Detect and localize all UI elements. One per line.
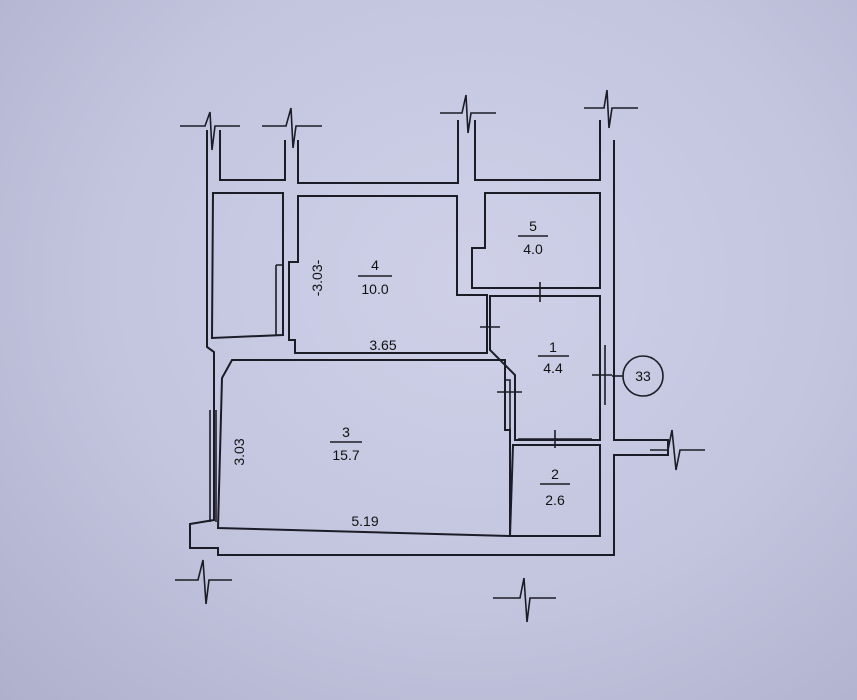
room-5-outline xyxy=(471,192,601,289)
room-5-area: 4.0 xyxy=(523,241,543,257)
break-marker-bottom-left xyxy=(175,559,232,605)
room-3-outline xyxy=(216,359,511,538)
room-5-number: 5 xyxy=(529,218,537,234)
break-marker-top-mid xyxy=(262,107,322,149)
room-4-outline xyxy=(288,195,488,354)
left-closet xyxy=(210,192,284,340)
room-3-window xyxy=(209,410,217,522)
break-marker-top-left xyxy=(180,111,240,151)
break-marker-top-right2 xyxy=(584,89,638,129)
apartment-number: 33 xyxy=(635,368,651,384)
break-marker-top-right1 xyxy=(440,94,496,134)
room-1-door xyxy=(480,318,612,405)
room-3-area: 15.7 xyxy=(332,447,359,463)
room-2-outline xyxy=(508,444,601,537)
room-4-number: 4 xyxy=(371,257,379,273)
room-1-outline xyxy=(489,295,601,441)
room-3-door xyxy=(497,379,522,430)
room-4-area: 10.0 xyxy=(361,281,388,297)
room-4-height-dimension: -3.03- xyxy=(309,259,325,296)
room-2-door xyxy=(518,430,592,448)
break-marker-bottom-mid xyxy=(493,577,556,623)
room-4-width-dimension: 3.65 xyxy=(369,337,396,353)
room-3-width-dimension: 5.19 xyxy=(351,513,378,529)
break-marker-right xyxy=(650,429,705,471)
room-2-number: 2 xyxy=(551,466,559,482)
room-1-number: 1 xyxy=(549,339,557,355)
inner-wall-line xyxy=(219,120,601,184)
outer-wall xyxy=(189,130,669,556)
room-2-area: 2.6 xyxy=(545,492,565,508)
room-3-number: 3 xyxy=(342,424,350,440)
room-1-area: 4.4 xyxy=(543,360,563,376)
room-3-height-dimension: 3.03 xyxy=(231,438,247,465)
